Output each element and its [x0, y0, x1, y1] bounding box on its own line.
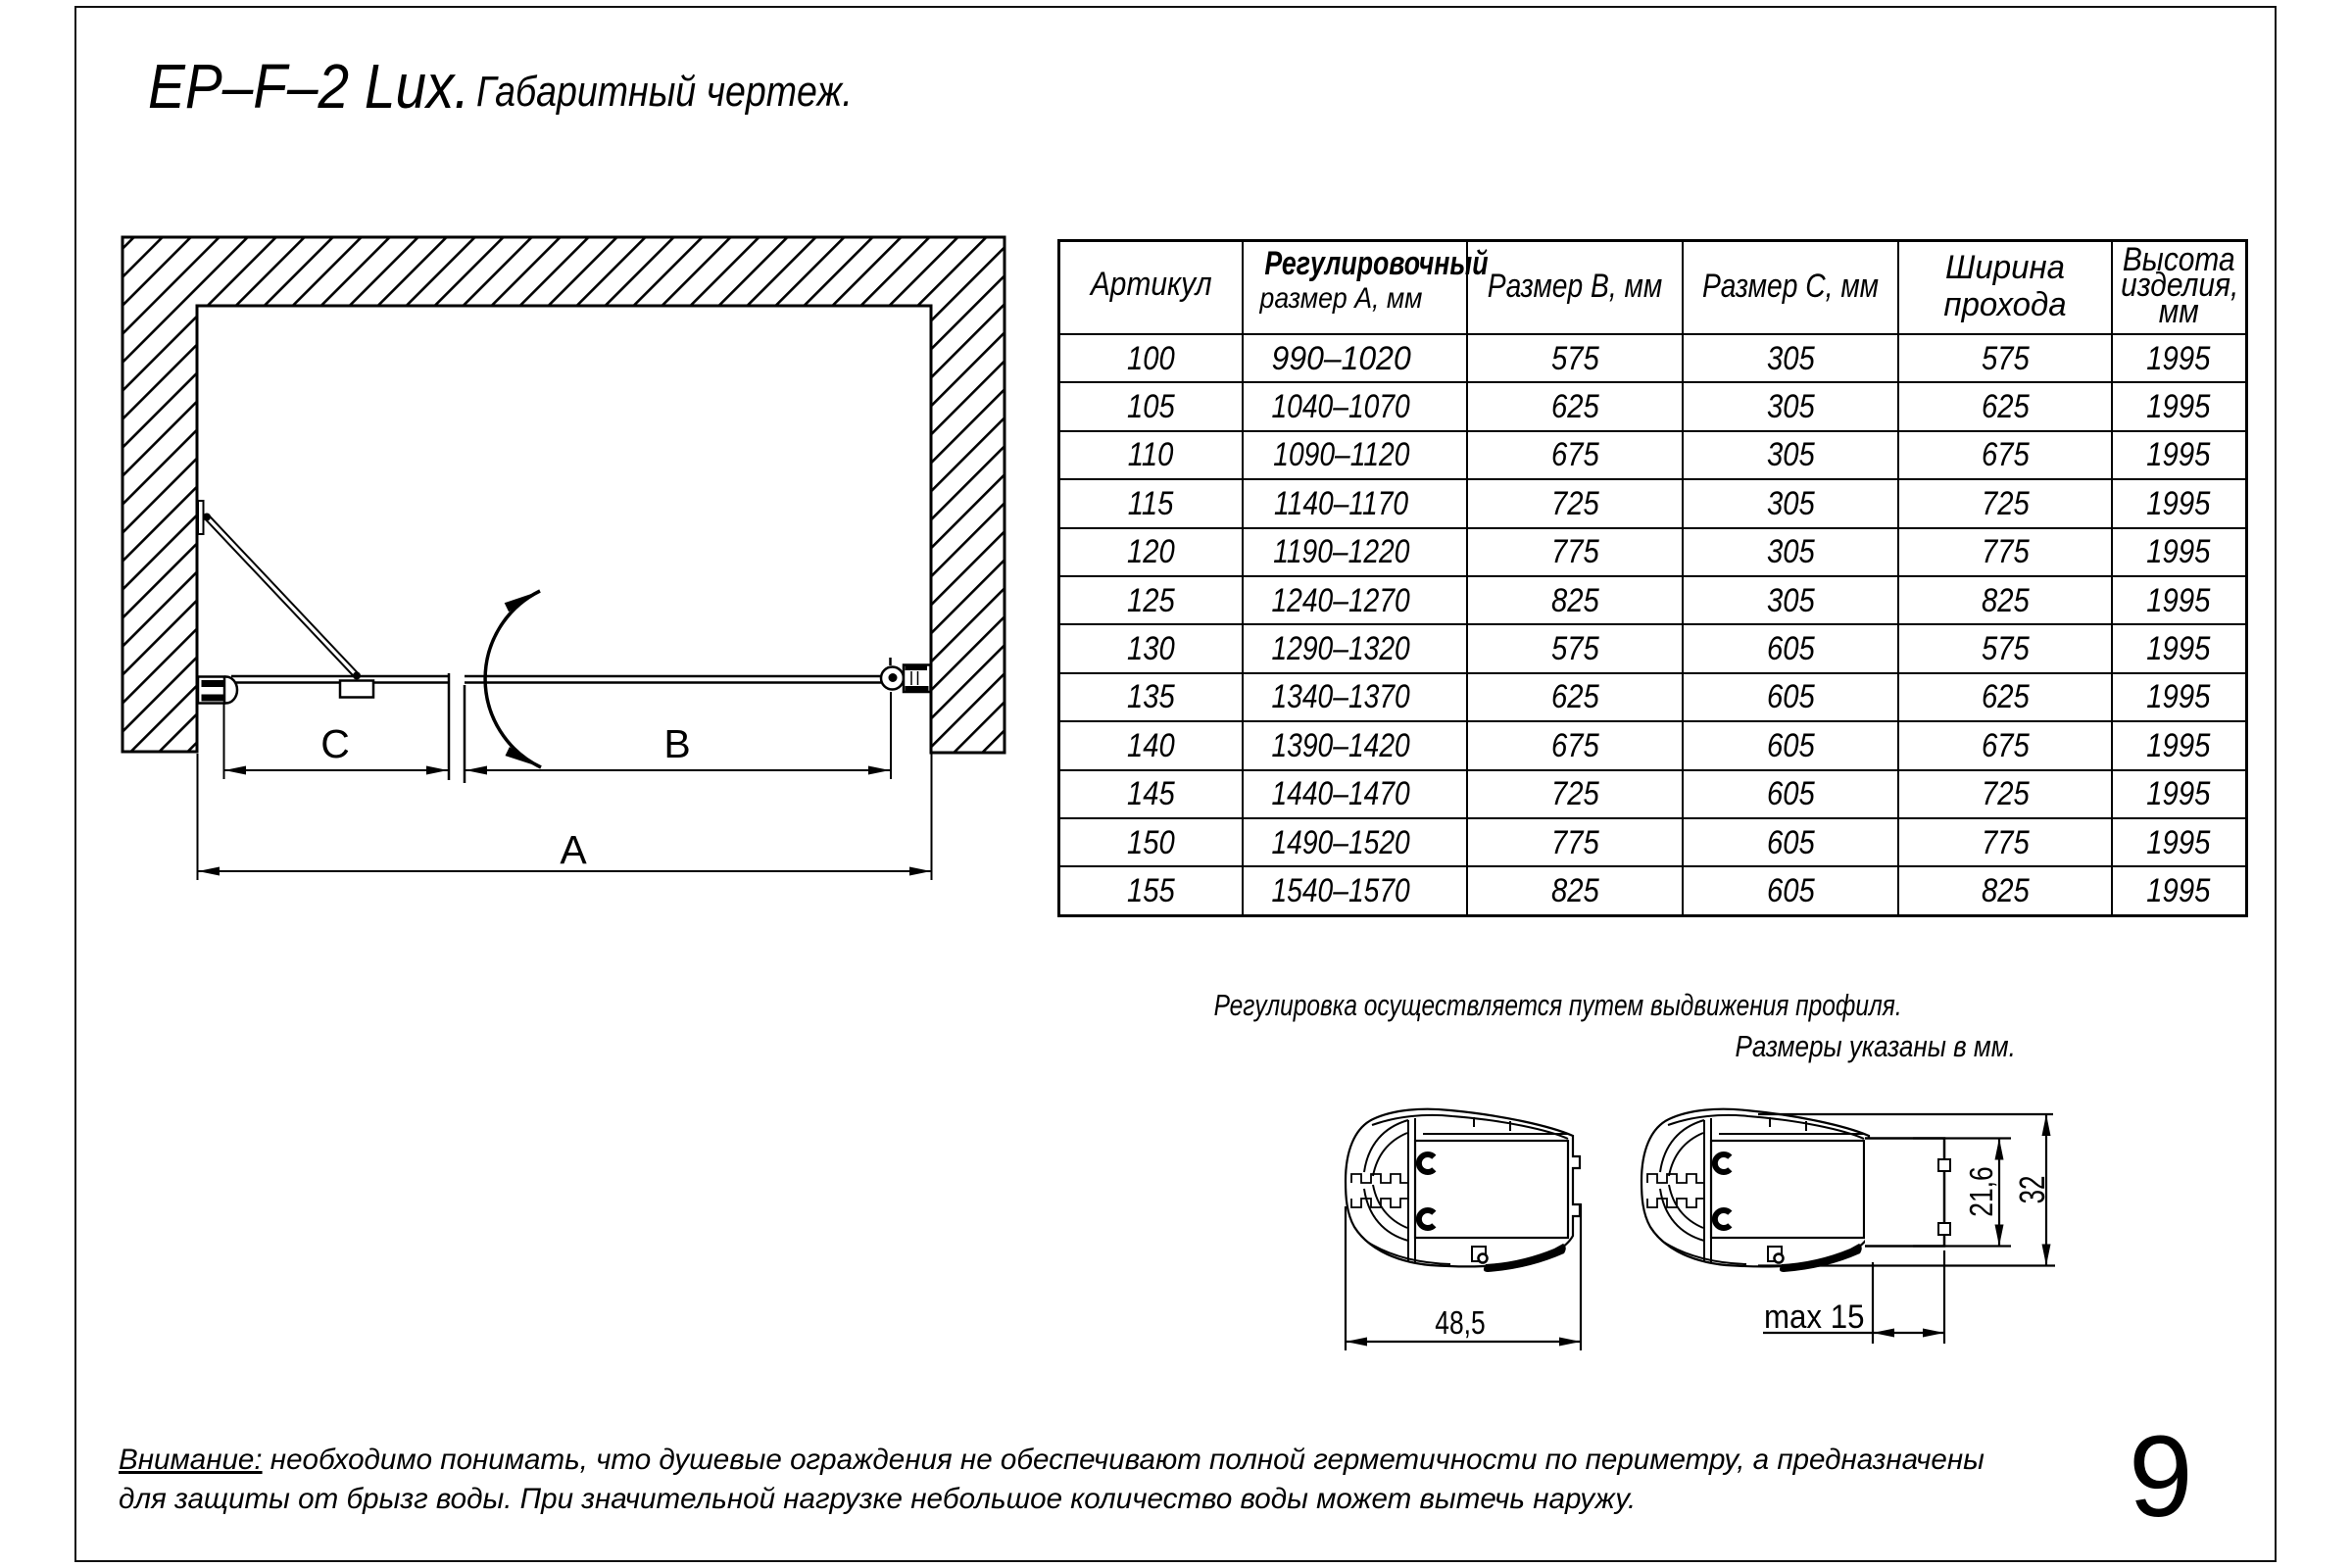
- svg-text:C: C: [320, 721, 350, 766]
- svg-text:32: 32: [2013, 1176, 2052, 1204]
- svg-text:48,5: 48,5: [1435, 1305, 1485, 1341]
- svg-text:B: B: [663, 721, 690, 766]
- svg-text:A: A: [560, 827, 587, 872]
- svg-text:21,6: 21,6: [1964, 1166, 1999, 1216]
- svg-text:max 15: max 15: [1764, 1298, 1865, 1336]
